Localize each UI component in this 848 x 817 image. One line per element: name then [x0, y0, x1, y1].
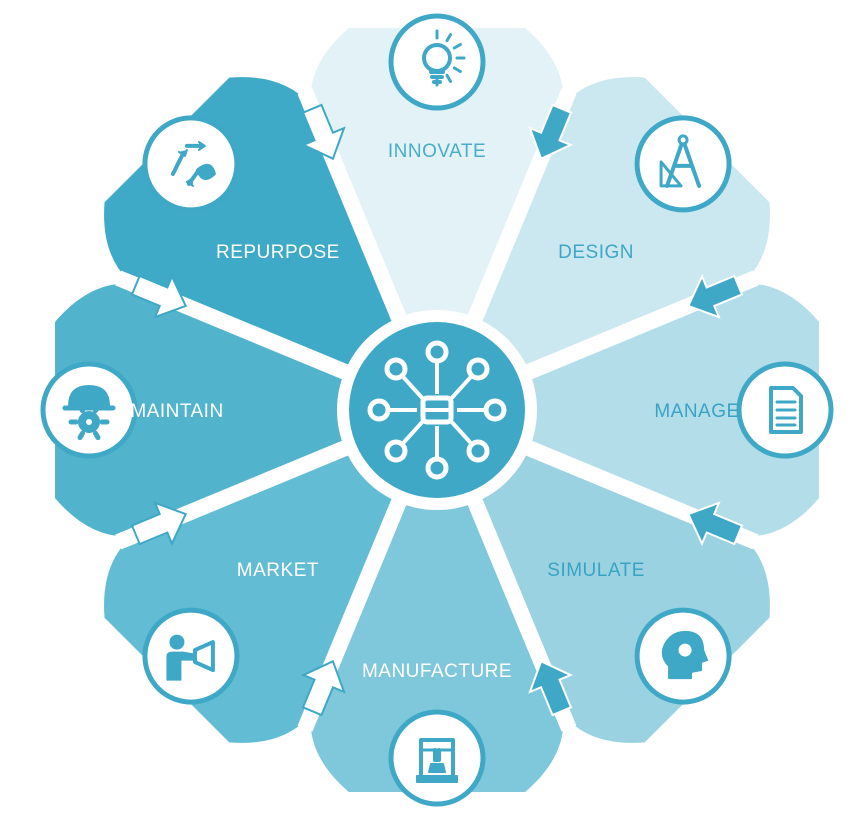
flow-arrow [528, 659, 574, 717]
3d-printer-icon [388, 709, 486, 807]
network-hub-icon [367, 340, 507, 480]
head-gear-icon [634, 607, 732, 705]
segment-label-manufacture: MANUFACTURE [362, 661, 512, 682]
segment-innovate [310, 28, 564, 410]
flow-arrow [130, 273, 188, 319]
labels-layer: INNOVATE DESIGN MANAGE SIMULATE MANUFACTURE M… [130, 141, 739, 682]
flow-arrow [686, 501, 744, 547]
segment-manufacture [310, 410, 564, 792]
drafting-compass-icon [634, 115, 732, 213]
flow-arrow [528, 103, 574, 161]
arrows-layer [130, 103, 744, 717]
document-icon [736, 361, 834, 459]
recycle-leaf-icon [142, 115, 240, 213]
segment-label-manage: MANAGE [654, 401, 739, 422]
icons-layer [40, 13, 834, 807]
segment-label-market: MARKET [237, 560, 319, 581]
segment-label-simulate: SIMULATE [547, 560, 645, 581]
segment-label-innovate: INNOVATE [388, 141, 486, 162]
segment-label-design: DESIGN [558, 242, 634, 263]
segment-manage [437, 283, 819, 537]
flow-arrow [300, 659, 346, 717]
flow-arrow [300, 103, 346, 161]
lightbulb-icon [388, 13, 486, 111]
segment-label-repurpose: REPURPOSE [216, 242, 340, 263]
segment-label-maintain: MAINTAIN [130, 401, 223, 422]
flow-arrow [686, 273, 744, 319]
segment-maintain [55, 283, 437, 537]
flow-arrow [130, 501, 188, 547]
megaphone-person-icon [142, 607, 240, 705]
hub-layer [337, 310, 537, 510]
hardhat-gear-icon [40, 361, 138, 459]
